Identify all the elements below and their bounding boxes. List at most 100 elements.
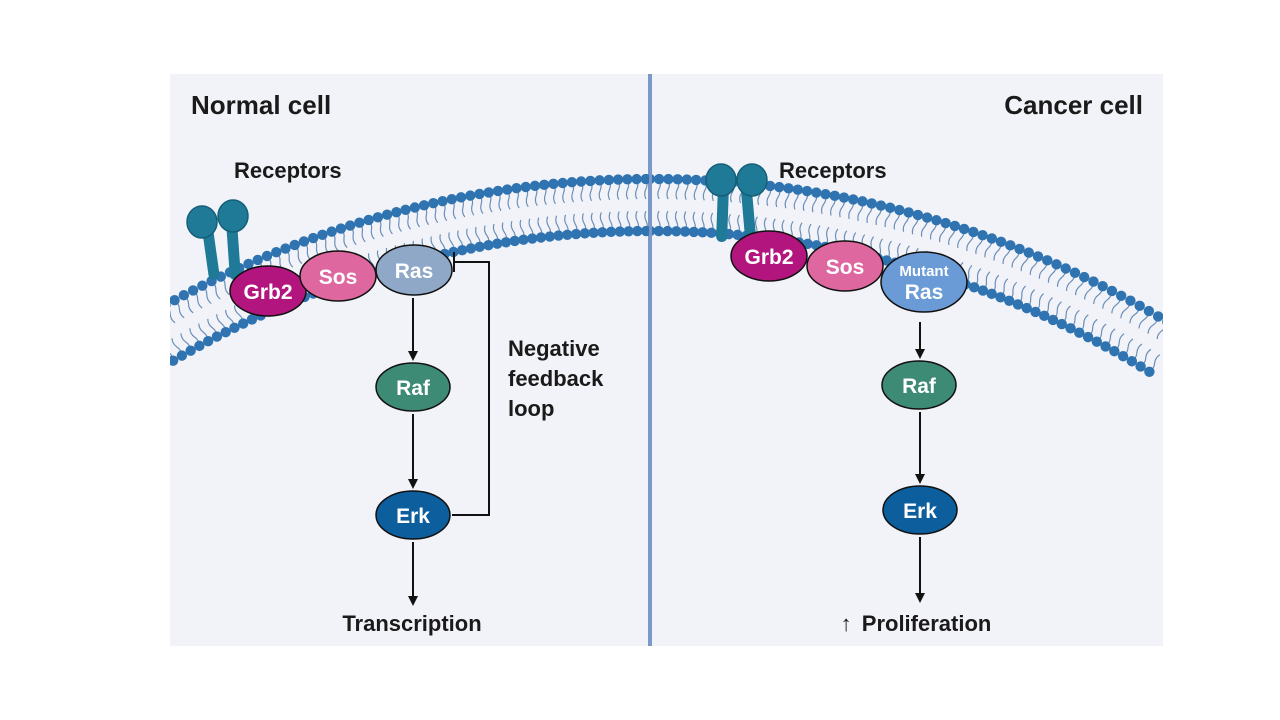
- lipid-head: [502, 184, 513, 195]
- lipid-head: [520, 181, 531, 193]
- lipid-head: [958, 223, 970, 235]
- lipid-head: [986, 233, 998, 244]
- lipid-head: [142, 311, 152, 321]
- lipid-head: [428, 197, 439, 209]
- lipid-head: [588, 227, 599, 238]
- svg-text:Raf: Raf: [396, 377, 431, 400]
- lipid-head: [465, 190, 476, 201]
- lipid-head: [151, 305, 161, 315]
- lipid-head: [1051, 259, 1062, 270]
- lipid-head: [511, 183, 522, 194]
- lipid-head: [662, 225, 673, 237]
- panel-divider: [648, 74, 652, 646]
- lipid-head: [566, 177, 578, 188]
- lipid-head: [548, 178, 559, 190]
- lipid-head: [185, 345, 196, 356]
- lipid-head: [968, 226, 979, 238]
- lipid-head: [1014, 243, 1025, 255]
- lipid-head: [492, 185, 504, 197]
- lipid-head: [774, 181, 785, 193]
- transcription-label: Transcription: [342, 611, 481, 636]
- lipid-tail: [1156, 329, 1163, 340]
- lipid-head: [246, 314, 258, 325]
- lipid-head: [529, 180, 541, 192]
- receptor-head-icon: [705, 163, 737, 197]
- lipid-head: [1125, 295, 1136, 306]
- lipid-head: [640, 225, 649, 237]
- lipid-head: [483, 239, 494, 251]
- svg-text:Erk: Erk: [903, 500, 937, 523]
- lipid-head: [170, 294, 180, 306]
- lipid-head: [492, 238, 503, 249]
- lipid-head: [1144, 366, 1155, 377]
- lipid-head: [1032, 251, 1044, 262]
- svg-text:Ras: Ras: [905, 281, 944, 304]
- lipid-head: [271, 247, 282, 258]
- lipid-head: [289, 239, 300, 251]
- lipid-head: [605, 226, 617, 238]
- lipid-head: [280, 243, 291, 254]
- lipid-head: [764, 180, 776, 192]
- lipid-head: [1088, 276, 1099, 287]
- lipid-head: [921, 212, 933, 223]
- lipid-head: [465, 243, 477, 254]
- lipid-head: [977, 285, 989, 296]
- cancer-cell-title: Cancer cell: [1004, 90, 1143, 120]
- lipid-head: [197, 280, 208, 291]
- lipid-head: [866, 198, 877, 209]
- lipid-head: [1097, 281, 1108, 292]
- lipid-head: [1079, 271, 1090, 283]
- lipid-head: [557, 177, 568, 189]
- feedback-label: Negative feedback loop: [508, 336, 610, 421]
- lipid-head: [553, 230, 564, 241]
- lipid-head: [1039, 310, 1050, 322]
- lipid-head: [1126, 356, 1138, 367]
- svg-text:Erk: Erk: [396, 505, 430, 528]
- normal-cell-title: Normal cell: [191, 90, 331, 120]
- lipid-head: [792, 184, 803, 195]
- node-grb2-left: Grb2: [229, 265, 307, 317]
- lipid-head: [335, 223, 347, 234]
- lipid-tail: [156, 310, 166, 327]
- lipid-head: [1109, 346, 1120, 357]
- svg-text:Raf: Raf: [902, 375, 937, 398]
- lipid-head: [1056, 318, 1067, 330]
- lipid-head: [1005, 240, 1016, 251]
- lipid-head: [1152, 311, 1163, 322]
- lipid-head: [801, 185, 813, 197]
- lipid-head: [811, 187, 822, 198]
- svg-text:Grb2: Grb2: [243, 281, 292, 304]
- lipid-head: [1171, 322, 1181, 332]
- receptor-head-icon: [186, 205, 218, 239]
- lipid-head: [706, 227, 717, 239]
- lipid-tail: [1166, 327, 1176, 344]
- lipid-head: [1143, 305, 1155, 317]
- lipid-head: [995, 236, 1007, 248]
- lipid-head: [597, 227, 608, 238]
- lipid-head: [437, 195, 448, 207]
- lipid-head: [1115, 290, 1127, 301]
- node-raf-right: Raf: [881, 360, 957, 410]
- lipid-head: [829, 190, 840, 202]
- lipid-head: [663, 173, 674, 185]
- lipid-head: [1060, 263, 1071, 274]
- lipid-head: [1023, 247, 1034, 258]
- lipid-head: [632, 225, 643, 237]
- receptor-head-icon: [736, 163, 768, 197]
- lipid-head: [474, 188, 485, 200]
- node-erk-left: Erk: [375, 490, 451, 540]
- lipid-head: [912, 209, 924, 221]
- lipid-head: [446, 194, 457, 205]
- lipid-head: [931, 215, 942, 226]
- svg-text:Sos: Sos: [319, 266, 358, 289]
- lipid-head: [653, 225, 665, 237]
- lipid-head: [679, 226, 691, 237]
- lipid-head: [631, 173, 642, 185]
- lipid-head: [995, 292, 1006, 303]
- lipid-head: [1082, 331, 1094, 343]
- lipid-head: [857, 196, 868, 207]
- lipid-head: [986, 288, 997, 300]
- lipid-head: [940, 217, 951, 229]
- receptor-head-icon: [217, 199, 249, 233]
